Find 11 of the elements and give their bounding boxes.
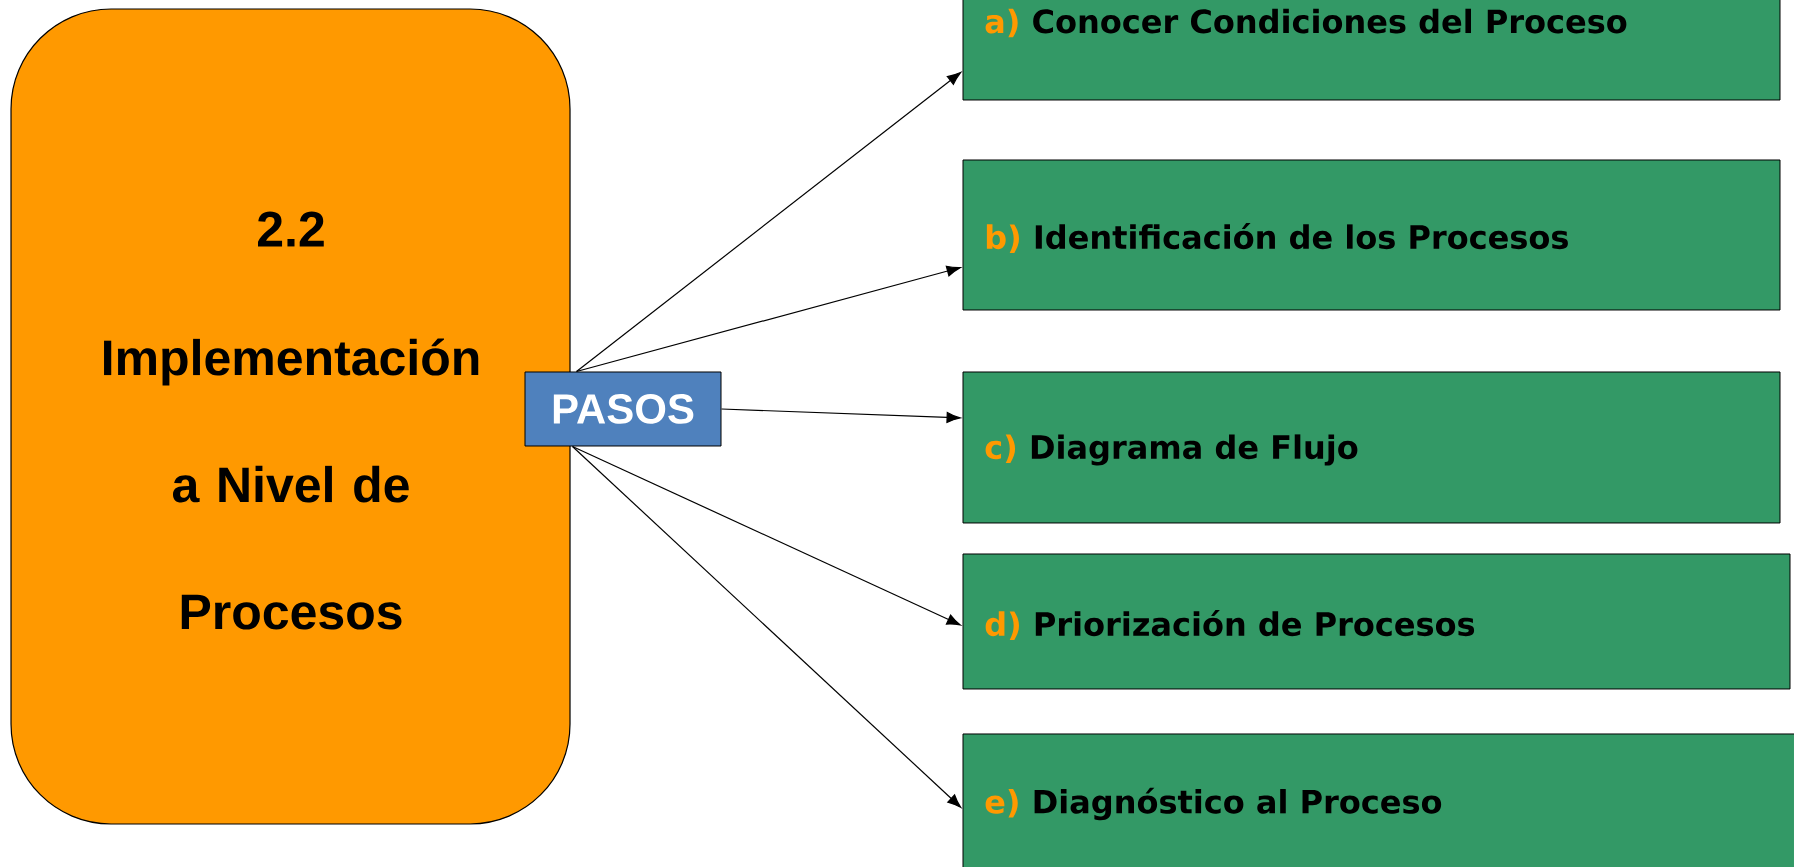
label-box: PASOS xyxy=(524,371,722,447)
arrow xyxy=(575,265,961,373)
step-box: c) Diagrama de Flujo xyxy=(962,371,1781,524)
arrow xyxy=(571,445,962,808)
arrow xyxy=(575,71,962,373)
step-box: d) Priorización de Procesos xyxy=(962,553,1791,690)
arrow xyxy=(720,408,961,423)
step-box: b) Identificación de los Procesos xyxy=(962,159,1781,311)
step-box: a) Conocer Condiciones del Proceso xyxy=(962,0,1781,101)
step-box: e) Diagnóstico al Proceso xyxy=(962,733,1794,867)
arrow xyxy=(571,445,961,626)
